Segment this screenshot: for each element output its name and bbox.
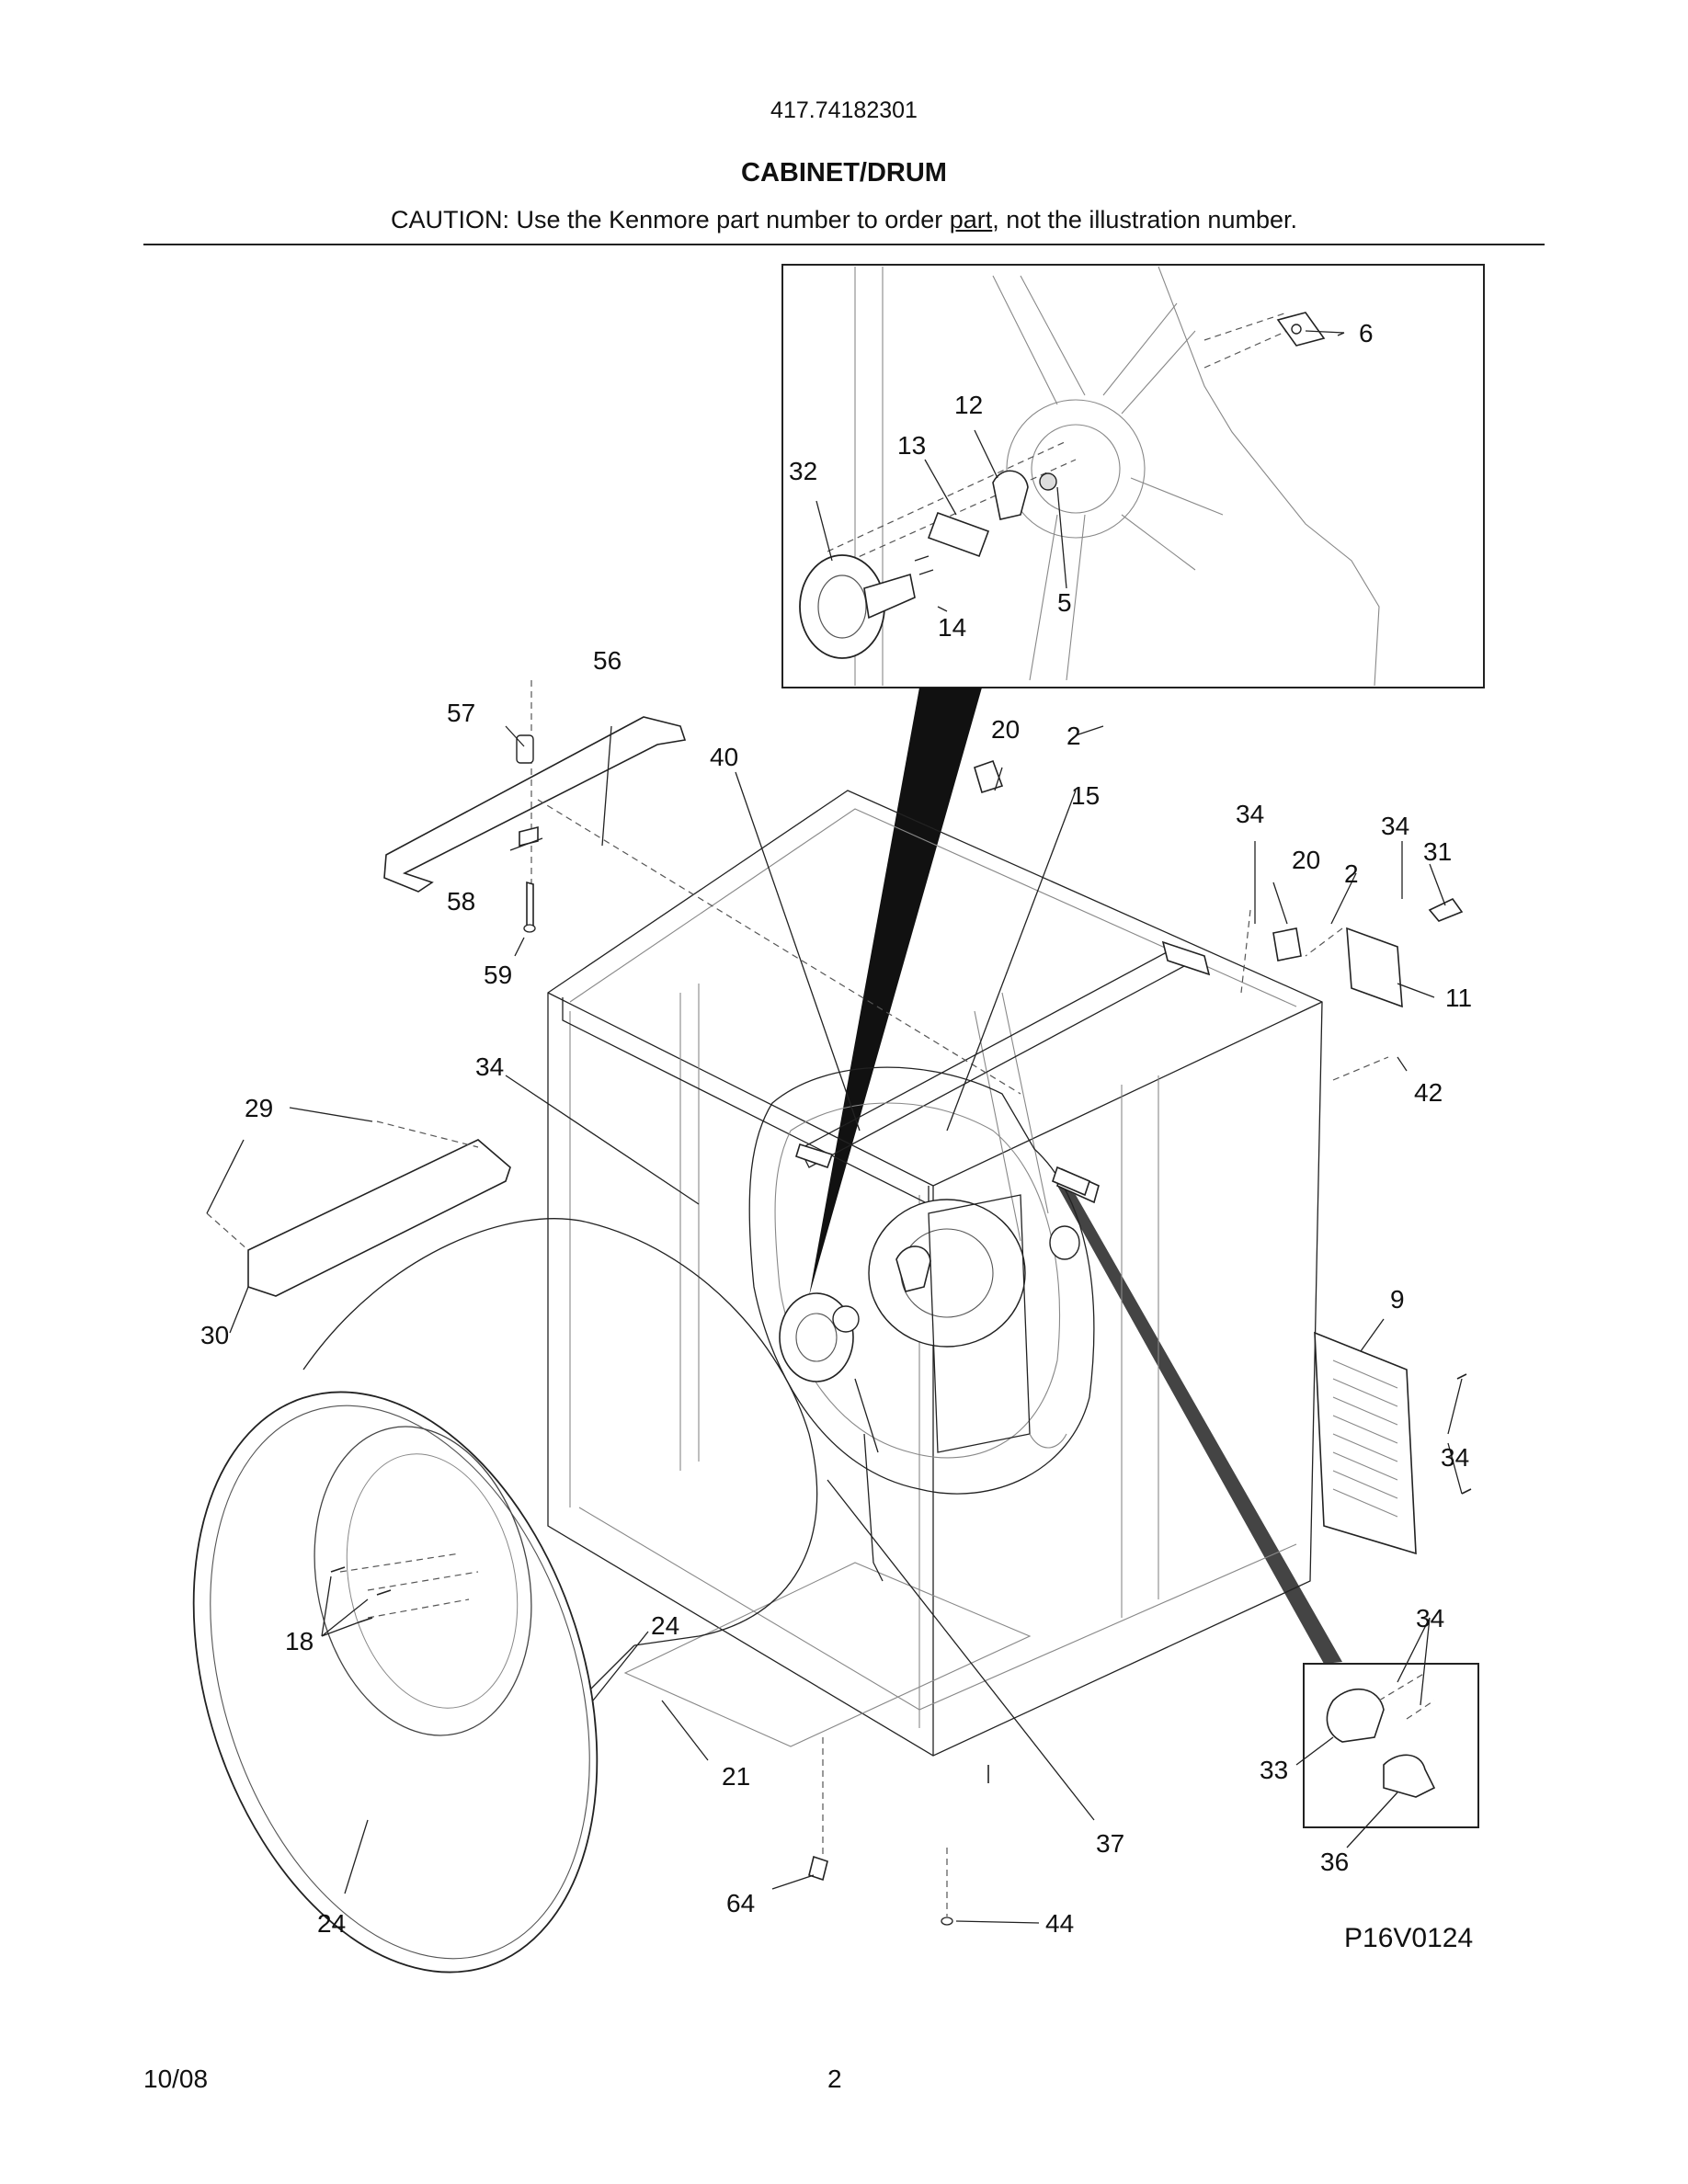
callout-57: 57	[447, 699, 475, 727]
cabinet	[547, 790, 1323, 1757]
inset-pointer-2	[1057, 1186, 1342, 1664]
callout-34-bottom: 34	[1416, 1604, 1444, 1632]
caution-text-start: CAUTION: Use the Kenmore part number to …	[391, 206, 950, 233]
callout-34-mid: 34	[475, 1052, 504, 1081]
callout-14: 14	[938, 613, 966, 642]
callout-labels: 6 12 13 32 5 14 56 57 40 20 2 15 34 34 3…	[200, 319, 1472, 1938]
callout-6: 6	[1359, 319, 1374, 347]
detail-inset-drum-rear	[781, 264, 1485, 688]
caution-underlined-word: part	[949, 206, 993, 233]
callout-12: 12	[954, 391, 983, 419]
section-title: CABINET/DRUM	[741, 158, 947, 188]
callout-5: 5	[1057, 588, 1072, 617]
caution-note: CAUTION: Use the Kenmore part number to …	[0, 206, 1688, 234]
callout-20-right: 20	[1292, 846, 1320, 874]
callout-21: 21	[722, 1762, 750, 1791]
callout-30: 30	[200, 1321, 229, 1349]
callout-11: 11	[1445, 984, 1472, 1012]
callout-34-top: 34	[1236, 800, 1264, 828]
footer-date: 10/08	[143, 2065, 209, 2093]
callout-29: 29	[245, 1094, 273, 1122]
callout-18: 18	[285, 1627, 314, 1655]
detail-inset-thermostat	[1303, 1663, 1479, 1828]
callout-34-side: 34	[1441, 1443, 1469, 1472]
model-number: 417.74182301	[770, 97, 918, 123]
callout-13: 13	[897, 431, 926, 460]
drum	[192, 1218, 818, 1974]
callout-32: 32	[789, 457, 817, 485]
top-support-56	[383, 680, 1021, 1095]
callout-59: 59	[484, 961, 512, 989]
callout-64: 64	[726, 1889, 755, 1917]
callout-24-drum: 24	[651, 1611, 679, 1640]
callout-42: 42	[1414, 1078, 1443, 1107]
screws	[808, 1373, 1472, 1926]
drawing-id: P16V0124	[1344, 1923, 1474, 1953]
callout-40: 40	[710, 743, 738, 771]
callout-44: 44	[1045, 1909, 1074, 1938]
leader-lines	[206, 332, 1463, 1924]
callout-34-right: 34	[1381, 812, 1409, 840]
right-side-parts	[974, 759, 1464, 1555]
front-panel-30	[206, 1120, 511, 1297]
rear-bulkhead	[748, 1066, 1100, 1582]
callout-2-right: 2	[1344, 859, 1359, 888]
callout-56: 56	[593, 646, 622, 675]
callout-37: 37	[1096, 1829, 1124, 1858]
callout-24-ring: 24	[317, 1909, 346, 1938]
callout-9: 9	[1390, 1285, 1405, 1314]
callout-33: 33	[1260, 1756, 1288, 1784]
callout-20-top: 20	[991, 715, 1020, 744]
header-rule	[143, 244, 1545, 245]
caution-text-end: , not the illustration number.	[992, 206, 1297, 233]
callout-2-top: 2	[1066, 722, 1081, 750]
callout-15: 15	[1071, 781, 1100, 810]
callout-31: 31	[1423, 837, 1452, 866]
page-number: 2	[827, 2065, 842, 2093]
callout-36: 36	[1320, 1848, 1349, 1876]
callout-58: 58	[447, 887, 475, 916]
